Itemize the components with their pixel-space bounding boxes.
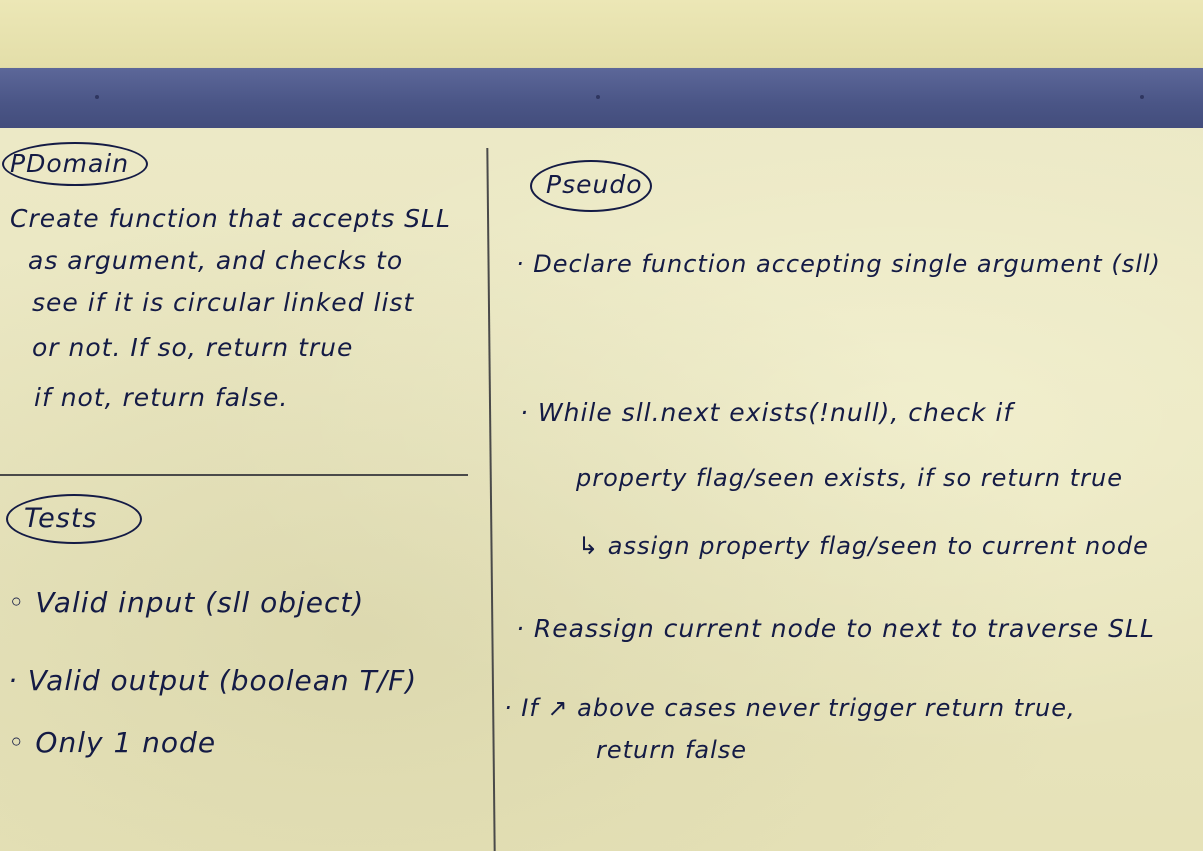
tests-title: Tests — [24, 503, 98, 534]
pseudo-line: property flag/seen exists, if so return … — [576, 464, 1124, 492]
whiteboard: PDomain Create function that accepts SLL… — [0, 128, 1203, 851]
pseudo-title-bubble: Pseudo — [530, 160, 652, 212]
test-item: ◦ Valid input (sll object) — [8, 586, 365, 619]
domain-line: or not. If so, return true — [32, 333, 354, 362]
pseudo-line: · Declare function accepting single argu… — [516, 250, 1161, 278]
domain-title-bubble: PDomain — [2, 142, 148, 186]
rail-screw — [1140, 95, 1144, 99]
horizontal-divider — [0, 474, 468, 476]
domain-line: as argument, and checks to — [28, 246, 404, 275]
pseudo-line: ↳ assign property flag/seen to current n… — [578, 532, 1149, 560]
domain-title: PDomain — [10, 149, 130, 178]
domain-line: Create function that accepts SLL — [10, 204, 451, 233]
pseudo-title: Pseudo — [546, 170, 643, 199]
pseudo-line: · While sll.next exists(!null), check if — [520, 398, 1014, 427]
vertical-divider — [486, 148, 496, 851]
rail-screw — [95, 95, 99, 99]
test-item: · Valid output (boolean T/F) — [8, 664, 418, 697]
domain-line: see if it is circular linked list — [32, 288, 415, 317]
whiteboard-rail — [0, 68, 1203, 128]
pseudo-line: · If ↗ above cases never trigger return … — [504, 694, 1076, 722]
test-item: ◦ Only 1 node — [8, 726, 217, 759]
pseudo-line: return false — [596, 736, 748, 764]
tests-title-bubble: Tests — [6, 494, 142, 544]
pseudo-line: · Reassign current node to next to trave… — [516, 614, 1155, 643]
wall — [0, 0, 1203, 68]
domain-line: if not, return false. — [34, 383, 289, 412]
rail-screw — [596, 95, 600, 99]
